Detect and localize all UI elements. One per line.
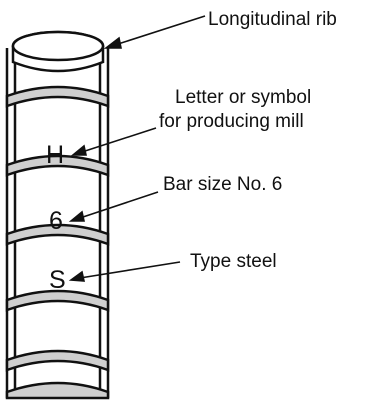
marking-leaders — [68, 127, 181, 282]
mill-leader — [81, 127, 157, 153]
deformation-band — [5, 289, 110, 312]
rib-label: Longitudinal rib — [208, 9, 337, 30]
deformation-band — [5, 154, 110, 177]
deformation-band — [5, 349, 110, 372]
mill-label-line1: Letter or symbol — [175, 87, 311, 108]
bar-top-end — [11, 30, 105, 73]
type-label: Type steel — [190, 251, 277, 272]
deformation-band — [5, 381, 110, 400]
rib-leader — [103, 15, 206, 49]
type-leader — [79, 261, 181, 279]
mill-label-line2: for producing mill — [159, 111, 304, 132]
deformation-band — [5, 85, 110, 108]
size-leader — [79, 191, 159, 219]
size-marking: 6 — [49, 207, 63, 235]
size-label: Bar size No. 6 — [163, 174, 282, 195]
deformation-bands — [5, 85, 110, 400]
type-marking: S — [49, 266, 66, 294]
mill-marking: H — [46, 141, 64, 169]
deformation-band — [5, 223, 110, 246]
